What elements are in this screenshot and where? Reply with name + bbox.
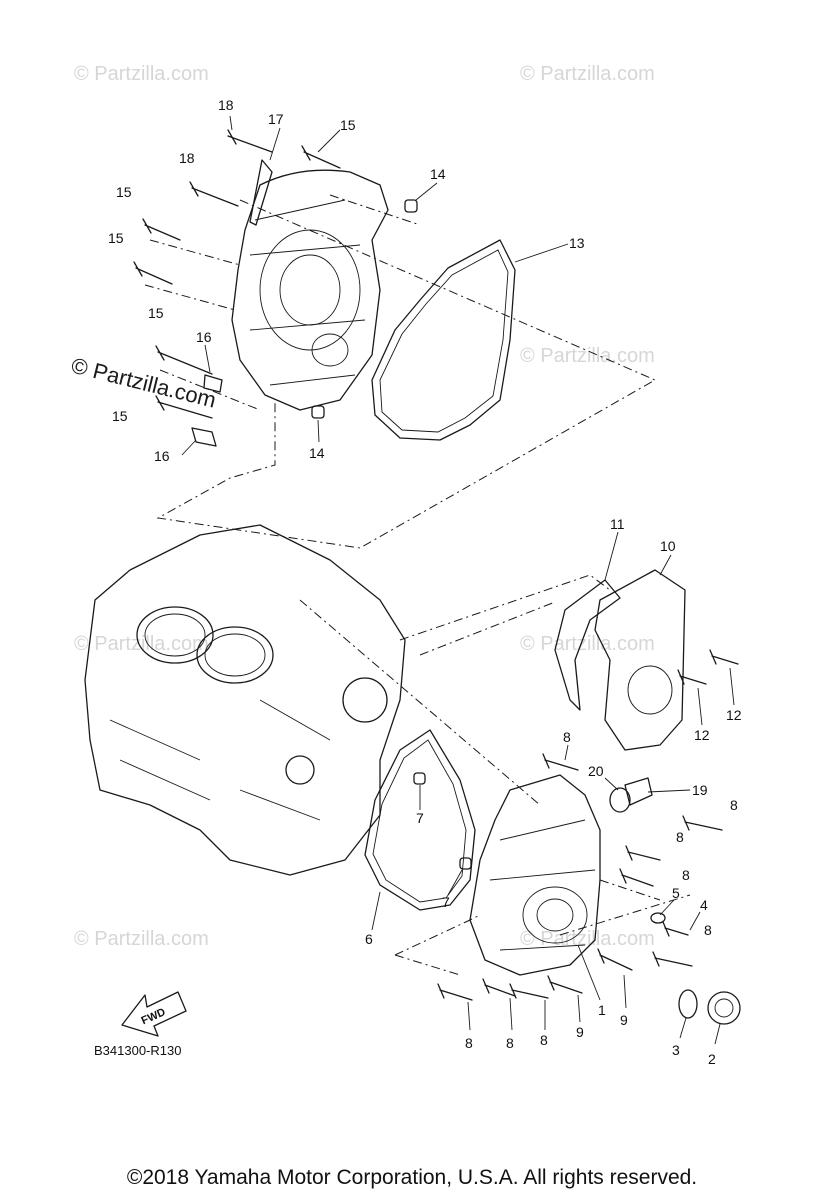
callout-number: 18: [218, 97, 234, 113]
fwd-arrow: FWD: [121, 991, 187, 1037]
bolt: [677, 669, 707, 685]
callout-number: 12: [726, 707, 742, 723]
watermark: © Partzilla.com: [74, 928, 209, 950]
callout-number: 13: [569, 235, 585, 251]
callout-number: 9: [576, 1024, 584, 1040]
callout-number: 15: [148, 305, 164, 321]
watermark: © Partzilla.com: [74, 63, 209, 85]
dowel-pin: [311, 405, 325, 419]
plug: [707, 991, 741, 1025]
bracket: [249, 159, 273, 226]
bolt: [709, 649, 739, 665]
sprocket-cover: [594, 569, 686, 751]
callout-number: 20: [588, 763, 604, 779]
watermark: © Partzilla.com: [520, 63, 655, 85]
bolts-lower: [437, 753, 723, 1001]
crankcase: [84, 524, 406, 876]
clutch-cover: [231, 169, 389, 411]
callout-number: 14: [309, 445, 325, 461]
callout-number: 8: [704, 922, 712, 938]
callout-number: 11: [610, 516, 625, 532]
watermark: © Partzilla.com: [74, 633, 209, 655]
callout-number: 5: [672, 885, 680, 901]
callout-number: 15: [340, 117, 356, 133]
callout-number: 9: [620, 1012, 628, 1028]
callout-number: 16: [154, 448, 170, 464]
washer: [650, 912, 666, 924]
callout-number: 3: [672, 1042, 680, 1058]
clamp: [203, 374, 223, 393]
cover-gasket: [371, 239, 516, 441]
leader-lines: [181, 115, 735, 1045]
fwd-label: FWD: [140, 1006, 168, 1027]
bolt: [662, 921, 689, 937]
callout-number: 8: [506, 1035, 514, 1051]
callout-number: 8: [730, 797, 738, 813]
callout-number: 8: [676, 829, 684, 845]
watermark-dark: © Partzilla.com: [69, 353, 219, 413]
callout-number: 4: [700, 897, 708, 913]
callout-number: 15: [116, 184, 132, 200]
callout-number: 16: [196, 329, 212, 345]
callouts: 18 17 15 18 14 15 13 15 15 16 15 16 14 1…: [108, 97, 742, 1067]
diagram-code: B341300-R130: [94, 1043, 181, 1058]
clamp: [191, 427, 217, 447]
bolts-upper: [133, 129, 341, 419]
callout-number: 10: [660, 538, 676, 554]
generator-cover: [469, 774, 601, 976]
o-ring: [678, 989, 698, 1019]
callout-number: 8: [540, 1032, 548, 1048]
callout-number: 6: [365, 931, 373, 947]
callout-number: 2: [708, 1051, 716, 1067]
watermark: © Partzilla.com: [520, 633, 655, 655]
watermarks: © Partzilla.com © Partzilla.com © Partzi…: [69, 63, 655, 950]
callout-number: 1: [598, 1002, 606, 1018]
callout-number: 8: [563, 729, 571, 745]
callout-number: 7: [416, 810, 424, 826]
callout-number: 18: [179, 150, 195, 166]
callout-number: 7: [442, 894, 450, 910]
callout-number: 15: [112, 408, 128, 424]
callout-number: 14: [430, 166, 446, 182]
cover-bracket: [554, 579, 621, 711]
callout-number: 8: [682, 867, 690, 883]
watermark: © Partzilla.com: [520, 345, 655, 367]
dowel-pin: [404, 199, 418, 213]
callout-number: 15: [108, 230, 124, 246]
copyright-notice: ©2018 Yamaha Motor Corporation, U.S.A. A…: [126, 1166, 698, 1189]
callout-number: 8: [465, 1035, 473, 1051]
callout-number: 19: [692, 782, 708, 798]
o-ring: [609, 787, 631, 813]
dowel-pin: [413, 772, 426, 785]
oil-filler-cap: [624, 777, 653, 806]
callout-number: 17: [268, 111, 284, 127]
assembly-guide-lines: [144, 194, 691, 976]
callout-number: 12: [694, 727, 710, 743]
watermark: © Partzilla.com: [520, 928, 655, 950]
dowel-pin: [459, 857, 472, 870]
generator-cover-gasket: [364, 729, 476, 911]
